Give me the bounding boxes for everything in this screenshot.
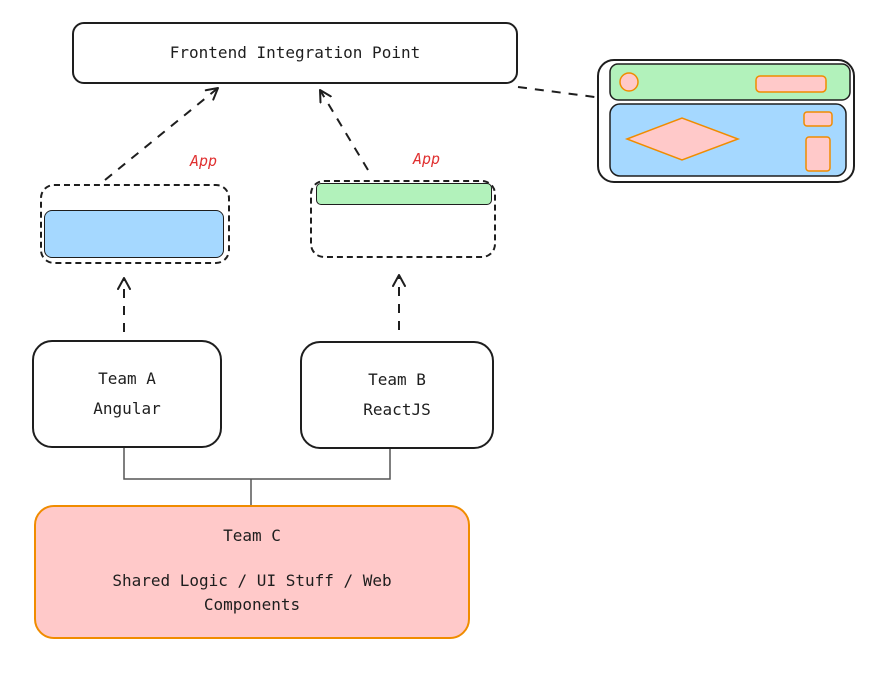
app-b-green-bar (316, 183, 492, 205)
team-a-name: Team A (98, 368, 156, 388)
arrow-app-a-to-integration (104, 87, 219, 181)
team-a-framework: Angular (93, 399, 161, 418)
team-b-box: Team B ReactJS (300, 341, 494, 449)
team-c-description-line2: Components (203, 595, 301, 615)
integration-point-box: Frontend Integration Point (72, 22, 518, 84)
connector-teams-to-shared (123, 448, 391, 480)
composite-tall-rect (805, 136, 831, 172)
team-a-box: Team A Angular (32, 340, 222, 448)
composite-header-circle (619, 72, 639, 92)
integration-point-label: Frontend Integration Point (169, 42, 421, 62)
composite-diamond (624, 117, 741, 161)
composite-ui-illustration (597, 59, 855, 183)
app-a-container (40, 184, 230, 264)
team-c-box: Team C Shared Logic / UI Stuff / Web Com… (34, 505, 470, 639)
app-a-label: App (190, 152, 218, 170)
arrow-integration-to-composite (517, 86, 611, 105)
app-b-label: App (413, 150, 441, 168)
composite-small-rect (803, 111, 833, 127)
arrow-app-b-to-integration (319, 89, 369, 171)
app-b-container (310, 180, 496, 258)
team-b-name: Team B (368, 369, 426, 389)
team-b-framework: ReactJS (363, 400, 431, 419)
app-a-blue-panel (44, 210, 224, 258)
team-c-description-line1: Shared Logic / UI Stuff / Web (112, 571, 392, 591)
team-c-name: Team C (223, 526, 281, 545)
composite-header-pill (755, 75, 827, 93)
